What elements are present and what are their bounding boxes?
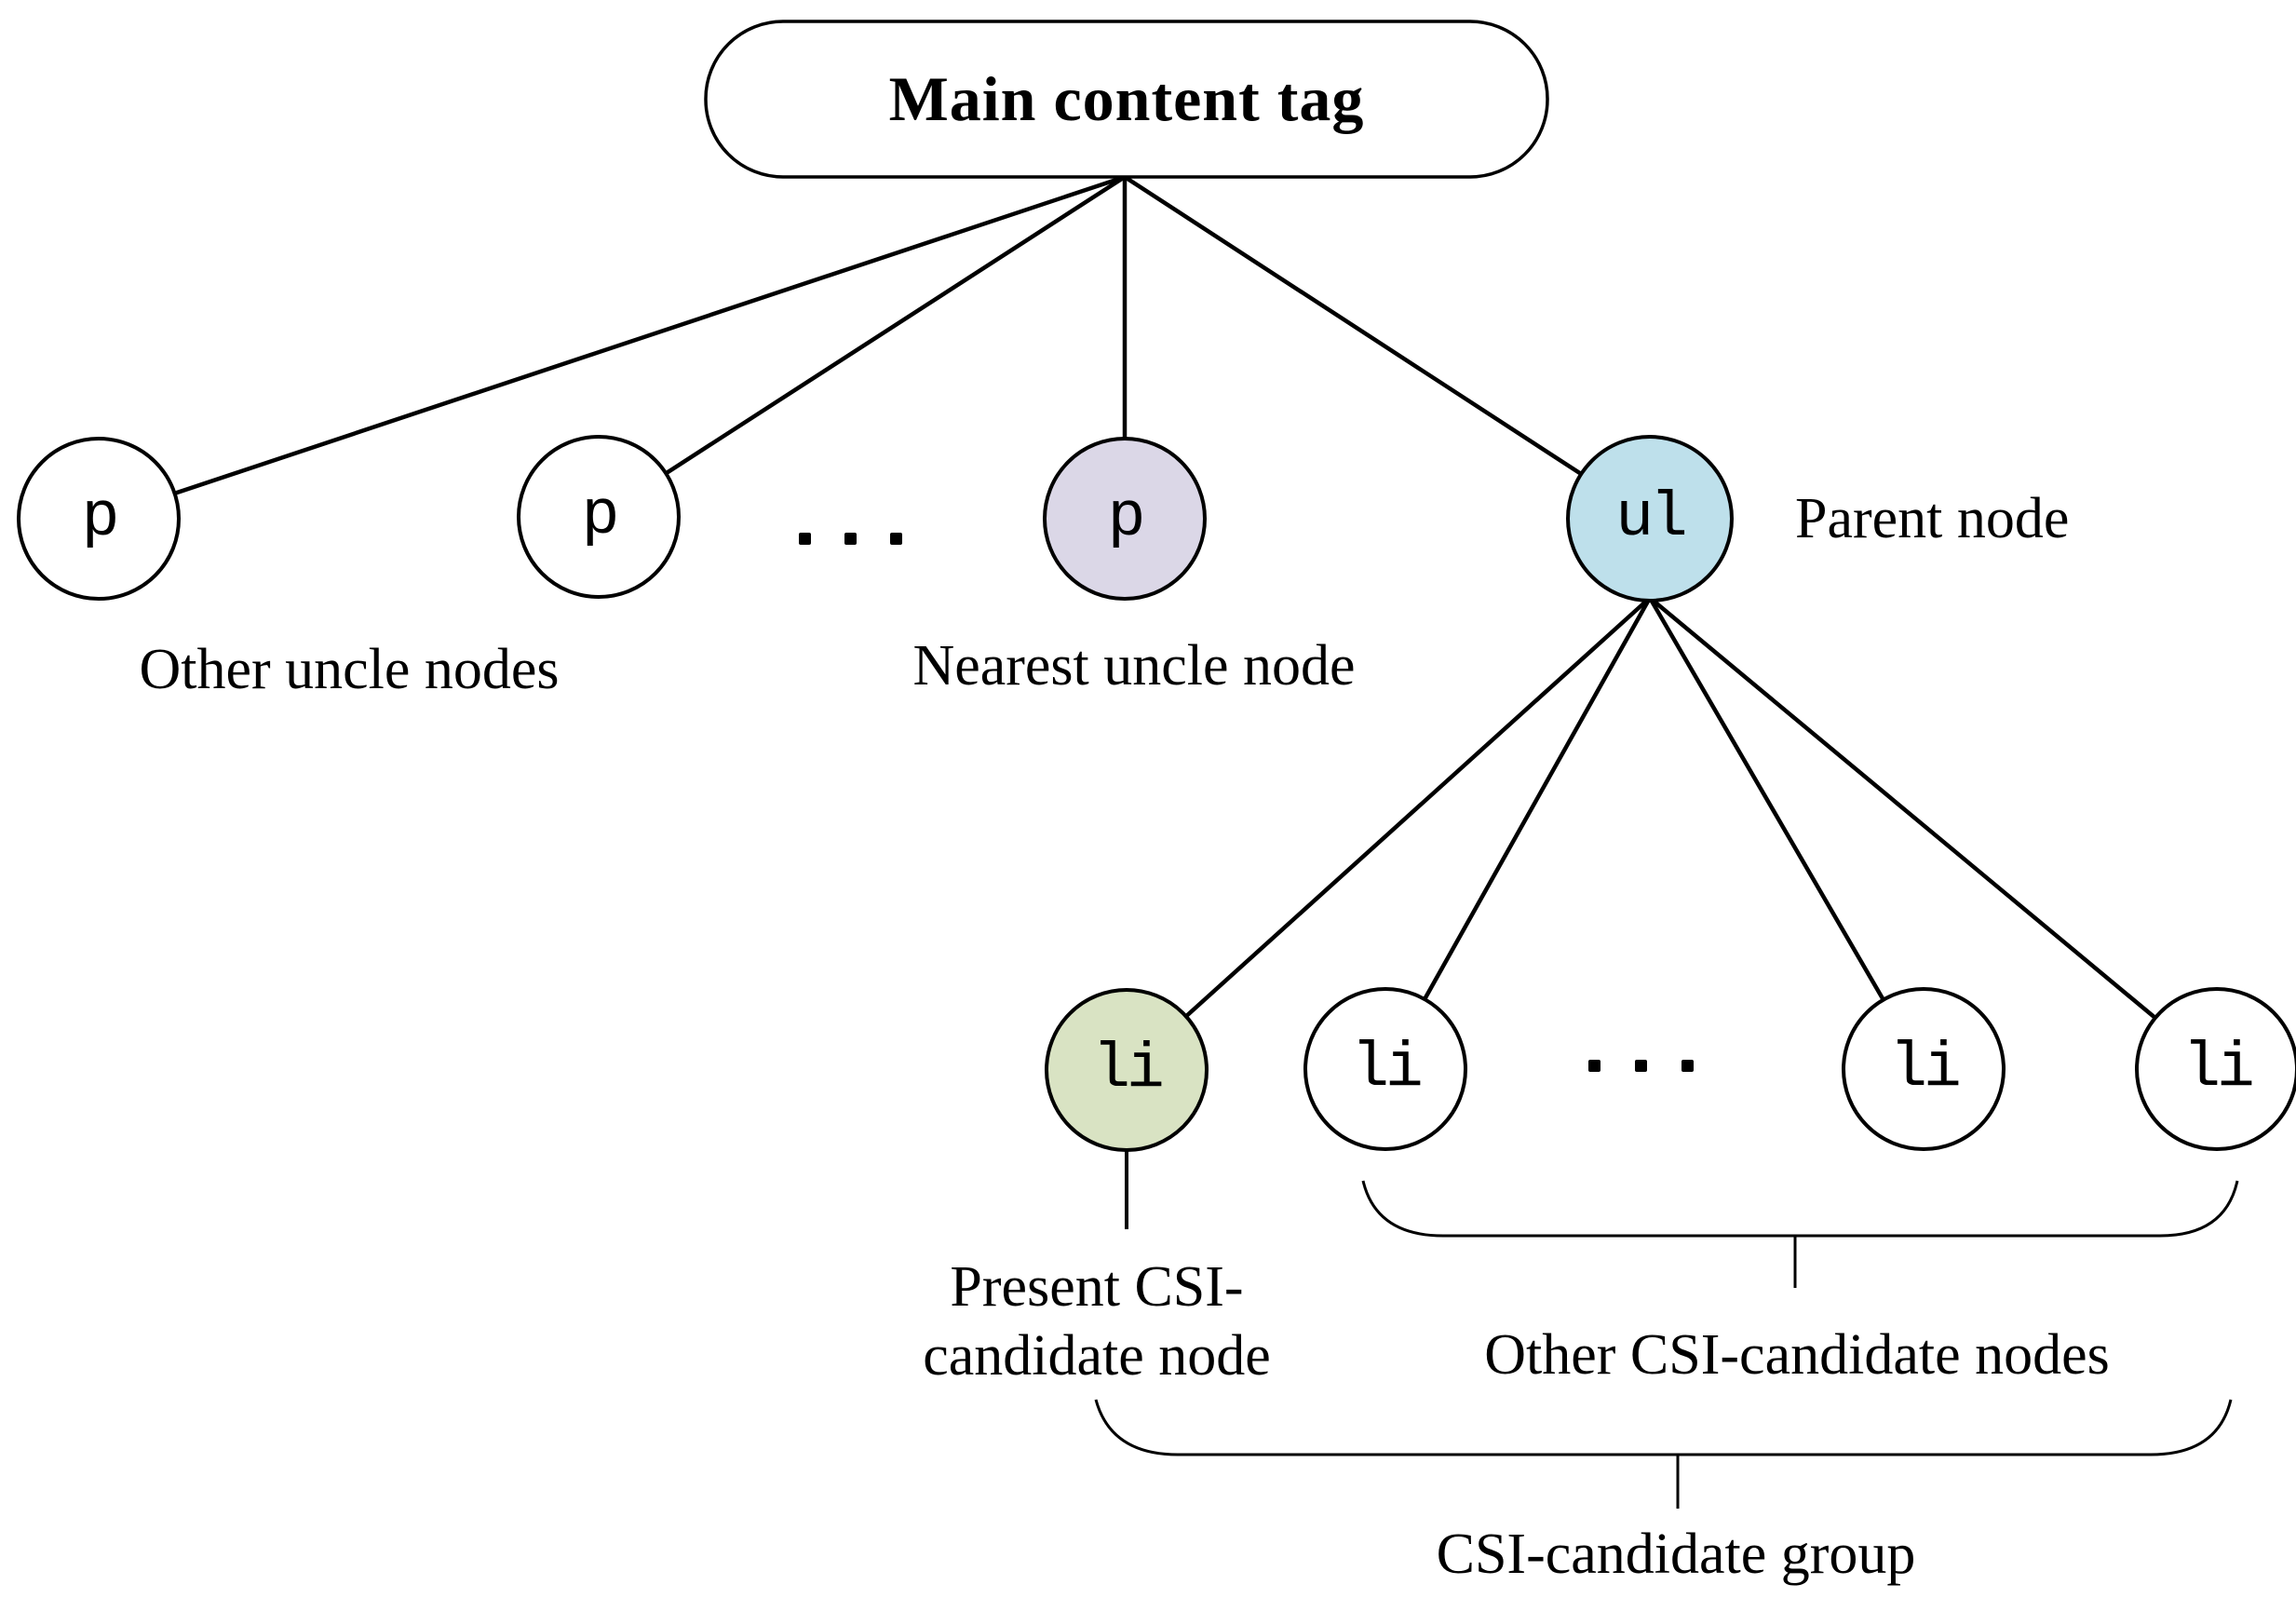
caption-present-csi-candidate: Present CSI- candidate node [864, 1253, 1330, 1391]
other-csi-brace [1361, 1180, 2239, 1238]
node-li3-label: li [1889, 1033, 1962, 1104]
root-box [704, 20, 1549, 179]
node-li3-circle [1842, 987, 2006, 1151]
edge-ul-li4 [1648, 596, 2219, 1071]
caption-parent-node: Parent node [1795, 487, 2070, 550]
node-p2-circle [517, 435, 681, 599]
ul-edges [1125, 596, 2219, 1072]
caption-present-csi-line2: candidate node [923, 1324, 1271, 1388]
caption-other-uncle-nodes: Other uncle nodes [139, 638, 560, 701]
caption-csi-candidate-group: CSI-candidate group [1436, 1523, 1916, 1586]
caption-nearest-uncle-node: Nearest uncle node [912, 634, 1356, 697]
edge-ul-li1 [1125, 596, 1652, 1072]
node-p1-circle [17, 437, 181, 601]
node-ul-circle [1566, 435, 1734, 603]
node-p3-label: p [1107, 482, 1146, 554]
edge-root-p1 [98, 174, 1126, 521]
edge-root-p2 [597, 175, 1127, 519]
node-li2-label: li [1351, 1033, 1424, 1104]
edge-ul-li3 [1648, 596, 1925, 1071]
root-box-title: Main content tag [888, 63, 1365, 134]
csi-group-brace [1094, 1399, 2233, 1456]
node-li2-circle [1303, 987, 1467, 1151]
caption-other-csi-candidate-nodes: Other CSI-candidate nodes [1484, 1323, 2110, 1387]
node-p2-label: p [581, 481, 620, 552]
node-li4-circle [2135, 987, 2296, 1151]
root-edges [98, 174, 1652, 521]
node-li4-label: li [2182, 1033, 2255, 1104]
node-p1-label: p [81, 482, 120, 554]
node-li1-label: li [1092, 1034, 1165, 1105]
caption-present-csi-line1: Present CSI- [950, 1255, 1244, 1319]
edge-ul-li2 [1384, 596, 1652, 1071]
node-ul-label: ul [1615, 482, 1688, 554]
edge-root-ul [1123, 175, 1652, 521]
node-p3-circle [1043, 437, 1207, 601]
